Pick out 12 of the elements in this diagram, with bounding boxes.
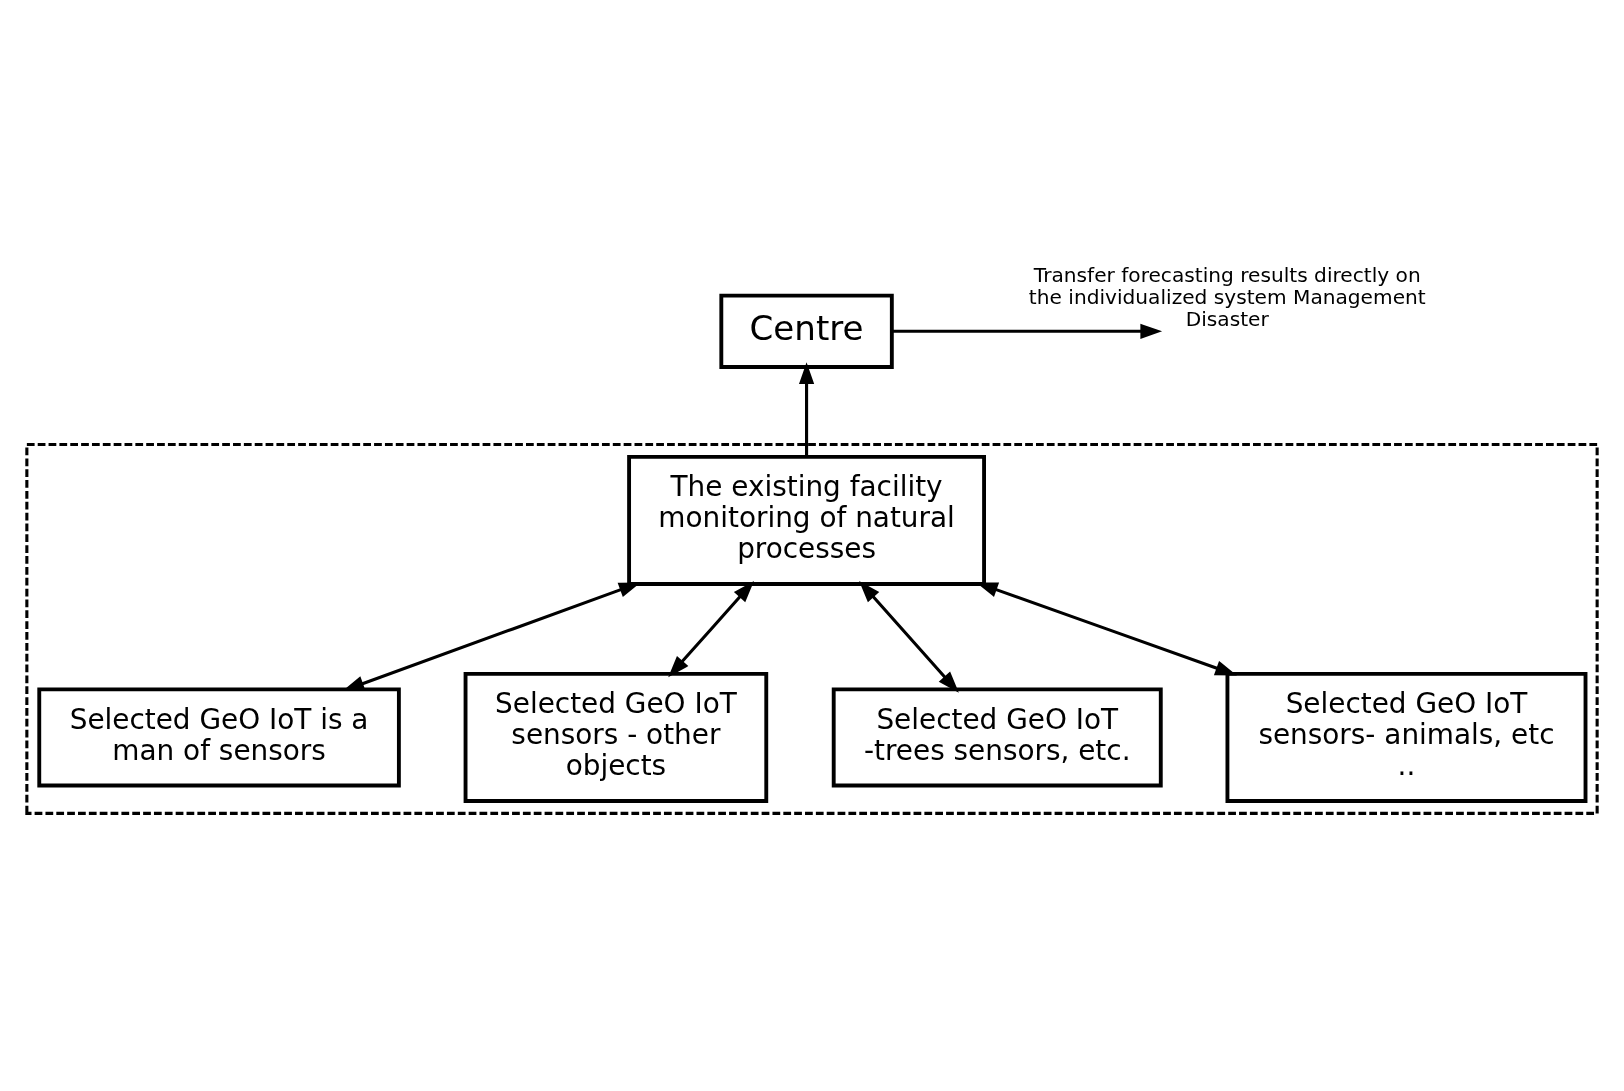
node-box: The existing facility monitoring of natural processes	[627, 454, 986, 586]
node-box: Selected GeO IoT -trees sensors, etc.	[831, 686, 1163, 787]
cluster	[25, 442, 1599, 815]
arrow	[668, 580, 755, 677]
arrow	[892, 323, 1163, 339]
node-box: Centre	[719, 293, 894, 369]
node-box: Selected GeO IoT sensors - other objects	[463, 671, 769, 803]
edge-label: Transfer forecasting results directly on the individualized system Management Disaster	[1028, 262, 1426, 331]
arrow	[859, 580, 959, 693]
node-box: Selected GeO IoT is a man of sensors	[37, 686, 401, 787]
arrow	[798, 361, 815, 456]
node-box: Selected GeO IoT sensors- animals, etc ..	[1225, 671, 1588, 803]
